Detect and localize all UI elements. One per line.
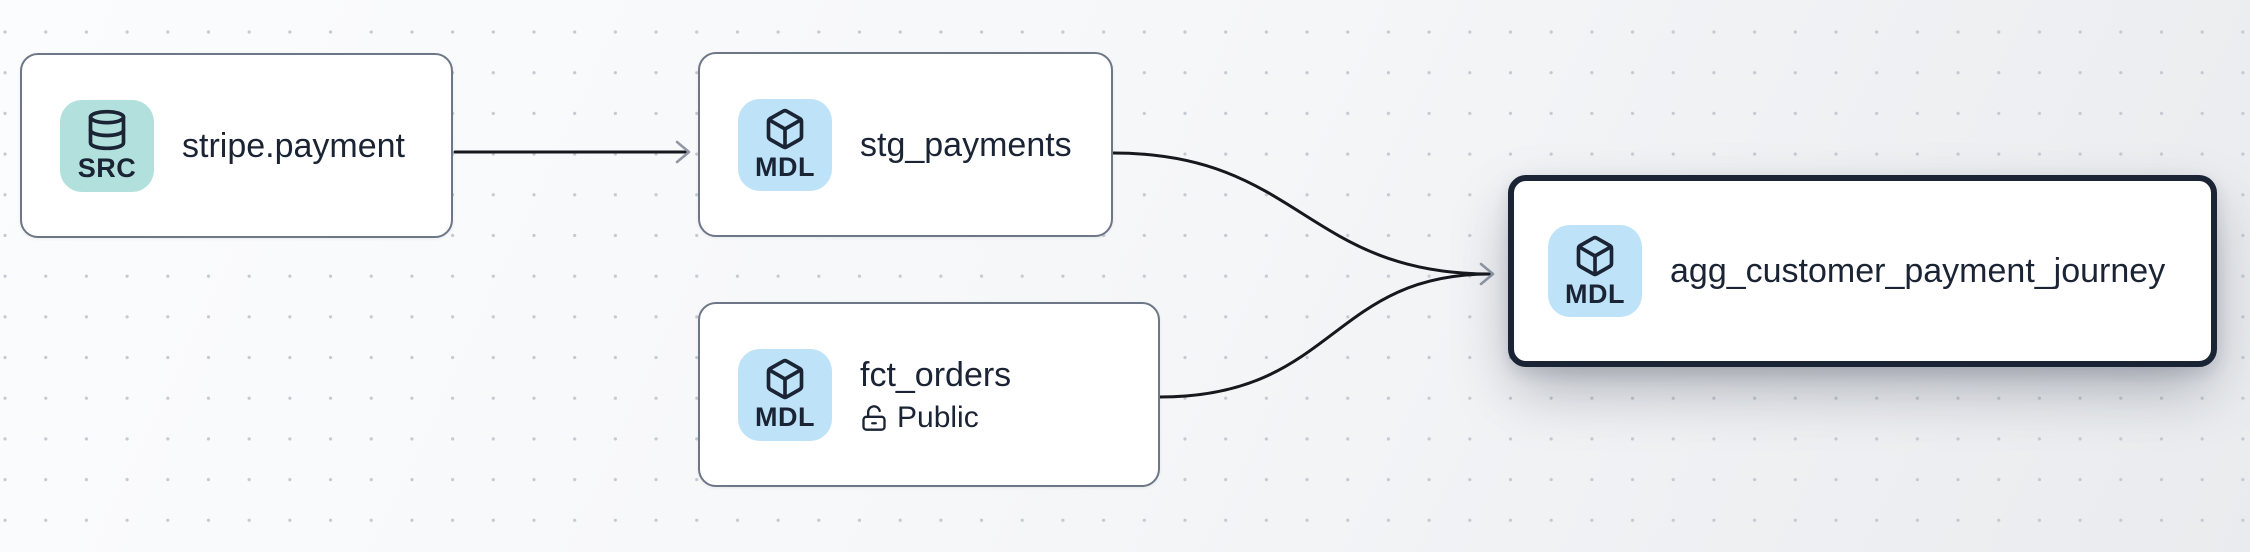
node-label: stripe.payment <box>182 126 405 165</box>
edge-fct-orders-to-agg <box>1158 272 1492 399</box>
node-text: stg_payments <box>860 123 1072 167</box>
cube-icon <box>1576 235 1614 276</box>
edge-stg-payments-to-agg <box>1111 151 1492 276</box>
node-stg-payments[interactable]: MDL stg_payments <box>698 52 1113 237</box>
type-badge-label: SRC <box>77 153 137 183</box>
arrowhead-icon <box>675 140 691 164</box>
node-text: fct_orders Public <box>860 353 1011 437</box>
type-badge-label: MDL <box>755 402 815 432</box>
type-badge-label: MDL <box>755 152 815 182</box>
node-text: agg_customer_payment_journey <box>1670 249 2165 293</box>
database-icon <box>88 109 126 151</box>
node-stripe-payment[interactable]: SRC stripe.payment <box>20 53 453 238</box>
cube-icon <box>766 108 804 150</box>
node-label: stg_payments <box>860 125 1072 164</box>
access-label: Public <box>897 400 979 434</box>
source-type-badge: SRC <box>60 99 154 192</box>
lock-open-icon <box>862 404 886 431</box>
node-fct-orders[interactable]: MDL fct_orders Public <box>698 302 1160 487</box>
model-type-badge: MDL <box>738 98 832 191</box>
node-label: agg_customer_payment_journey <box>1670 252 2166 290</box>
type-badge-label: MDL <box>1565 278 1625 309</box>
model-type-badge: MDL <box>738 348 832 441</box>
node-label: fct_orders <box>860 355 1012 394</box>
cube-icon <box>766 358 804 400</box>
node-text: stripe.payment <box>182 124 405 168</box>
node-agg-customer-payment-journey[interactable]: MDL agg_customer_payment_journey <box>1508 175 2217 367</box>
access-row: Public <box>860 399 1011 437</box>
model-type-badge: MDL <box>1548 225 1642 317</box>
arrowhead-icon <box>1479 262 1495 286</box>
